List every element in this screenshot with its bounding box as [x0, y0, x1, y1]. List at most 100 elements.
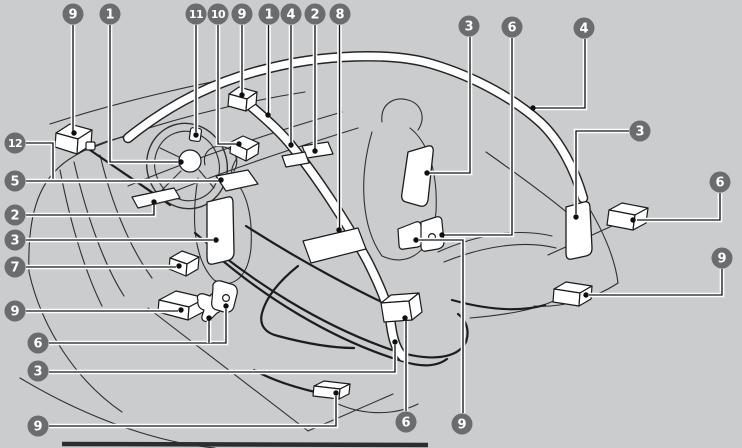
callout-badge-2-passenger: 2: [304, 3, 326, 25]
leader-15: [26, 140, 56, 181]
callout-badge-8: 8: [329, 3, 351, 25]
callout-badge-1-driver: 1: [99, 3, 121, 25]
svg-text:3: 3: [464, 20, 473, 35]
svg-text:9: 9: [10, 305, 19, 320]
leader-17: [26, 199, 157, 218]
column-module: [229, 135, 260, 179]
callout-badge-1-passenger: 1: [258, 3, 280, 25]
callout-badges: 9 1 11 10 9 1 4 2 8 3 6 4 3 6 9 12 5 2 3…: [4, 3, 733, 437]
svg-text:1: 1: [105, 8, 114, 23]
svg-text:9: 9: [237, 8, 246, 23]
leader-7: [312, 25, 318, 154]
callout-badge-6-buckles: 6: [27, 332, 49, 354]
rear-buckle-unit: [380, 292, 423, 323]
svg-text:9: 9: [457, 418, 466, 433]
leader-23: [49, 390, 339, 429]
svg-text:9: 9: [33, 420, 42, 435]
side-airbag-rear: [565, 201, 593, 260]
side-airbag-passenger-seat: [400, 145, 434, 207]
leader-19: [26, 263, 182, 270]
callout-badge-9-dash: 9: [231, 3, 253, 25]
callout-badge-3-passenger-seat: 3: [458, 15, 480, 37]
svg-text:2: 2: [310, 8, 319, 23]
callout-badge-11: 11: [185, 3, 207, 25]
front-fender-outline: [28, 134, 134, 273]
svg-text:4: 4: [579, 22, 588, 37]
callout-badge-7: 7: [4, 256, 26, 278]
under-dash-module: [168, 250, 200, 277]
callout-badge-3-rear: 3: [629, 120, 651, 142]
lower-rocker-strip: [61, 441, 429, 448]
leader-16: [26, 177, 224, 184]
leader-3: [215, 25, 242, 147]
svg-text:5: 5: [10, 175, 19, 190]
svg-text:12: 12: [8, 137, 22, 150]
callout-badge-4-right: 4: [573, 17, 595, 39]
knee-module-passenger-2: [281, 151, 310, 168]
srs-control-unit: [302, 227, 367, 264]
leader-8: [336, 25, 342, 233]
callout-badge-4-left: 4: [280, 3, 302, 25]
callout-badge-12: 12: [4, 132, 26, 154]
leader-0: [70, 25, 77, 136]
callout-badge-9-front-left: 9: [62, 3, 84, 25]
leader-12: [573, 128, 629, 220]
callout-badge-6-rear-right: 6: [709, 171, 731, 193]
callout-badge-9-under-seat: 9: [4, 300, 26, 322]
svg-text:6: 6: [401, 416, 410, 431]
svg-text:4: 4: [286, 8, 295, 23]
dash-top-module: [227, 86, 258, 112]
svg-text:11: 11: [189, 8, 203, 21]
leader-4: [239, 25, 245, 98]
svg-text:3: 3: [635, 125, 644, 140]
leader-21: [49, 303, 229, 346]
leader-lines: [26, 25, 725, 429]
callout-badge-9-rear: 9: [711, 247, 733, 269]
impact-sensor-rear: [552, 281, 593, 307]
sill-lines: [147, 307, 394, 432]
svg-text:3: 3: [10, 234, 19, 249]
svg-text:6: 6: [715, 176, 724, 191]
leader-5: [265, 25, 271, 118]
svg-text:6: 6: [507, 21, 516, 36]
impact-sensor-rear-right: [606, 202, 649, 231]
svg-text:6: 6: [33, 337, 42, 352]
leader-13: [630, 193, 723, 223]
car-wireframe: [19, 71, 619, 448]
callout-badge-9-floor: 9: [27, 415, 49, 437]
callout-badge-10: 10: [207, 3, 229, 25]
leader-18: [26, 237, 219, 243]
buckle-sensor-center: [397, 221, 424, 250]
callout-badge-6-center: 6: [501, 16, 523, 38]
leader-14: [583, 269, 725, 298]
side-curtain-airbag-right-band: [122, 51, 589, 204]
svg-text:2: 2: [10, 209, 19, 224]
leader-1: [107, 25, 184, 165]
seat-belt-buckle-center: [420, 216, 445, 252]
front-lower-body: [28, 271, 123, 413]
callout-badge-2-driver: 2: [4, 204, 26, 226]
components: [54, 86, 649, 400]
leader-25: [413, 237, 466, 413]
svg-text:1: 1: [264, 8, 273, 23]
leader-2: [193, 25, 199, 138]
svg-text:9: 9: [68, 8, 77, 23]
callout-badge-3-belt: 3: [27, 360, 49, 382]
callout-badge-9-buckle-sensor: 9: [451, 413, 473, 435]
seat-belt-buckle-front: [211, 280, 238, 313]
svg-text:3: 3: [33, 365, 42, 380]
svg-text:8: 8: [335, 8, 344, 23]
leader-24: [402, 315, 409, 411]
svg-text:10: 10: [211, 8, 226, 21]
leader-6: [288, 25, 294, 148]
leader-11: [530, 39, 588, 111]
svg-text:7: 7: [10, 261, 19, 276]
leader-10: [439, 38, 515, 238]
svg-text:9: 9: [717, 252, 726, 267]
leader-22: [49, 339, 398, 375]
callout-badge-6-rear-buckle: 6: [395, 411, 417, 433]
cowl-line: [85, 91, 306, 151]
floor-module-front: [312, 380, 351, 400]
